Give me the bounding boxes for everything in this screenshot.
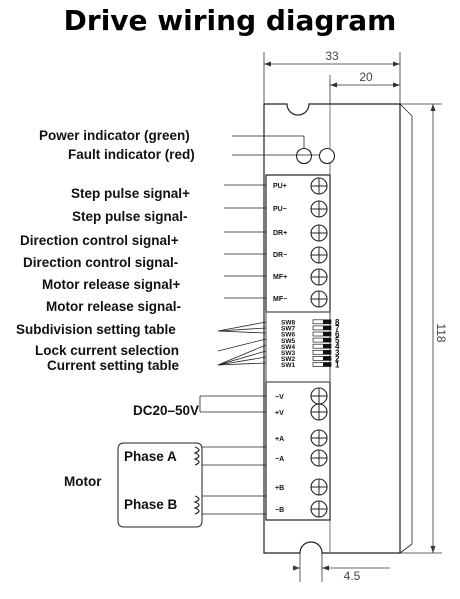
screw-terminal-icon	[310, 429, 328, 447]
screw-terminal-icon	[310, 290, 328, 308]
switch-name-label: SW3	[281, 350, 295, 357]
switch-name-label: SW5	[281, 338, 295, 345]
phase-b-coil-icon	[193, 495, 200, 515]
screw-terminal-icon	[310, 177, 328, 195]
dip-switch-toggle	[312, 343, 332, 349]
screw-terminal-icon	[310, 268, 328, 286]
dim-33: 33	[325, 49, 339, 63]
led-group	[295, 147, 336, 165]
power-led-icon	[295, 147, 313, 165]
dip-switch-toggle	[312, 325, 332, 331]
switch-name-label: SW7	[281, 326, 295, 333]
screw-terminal-icon	[310, 387, 328, 405]
signal-terminal-label: PU−	[273, 206, 287, 213]
signal-terminal-label: PU+	[273, 183, 287, 190]
switch-number-label: 4	[335, 342, 340, 351]
phase-a-coil-icon	[193, 446, 200, 466]
switch-number-label: 7	[335, 324, 340, 333]
power-terminal-label: +B	[275, 485, 284, 492]
power-terminal-label: +V	[275, 410, 284, 417]
motor-label: Motor	[64, 474, 102, 489]
current-setting-label: Current setting table	[47, 358, 180, 373]
signal-terminal-label: MF−	[273, 296, 287, 303]
signal-label-dr-plus: Direction control signal+	[20, 233, 179, 248]
page-title: Drive wiring diagram	[63, 4, 397, 37]
screw-terminal-icon	[310, 500, 328, 518]
dimension-lines	[263, 52, 442, 582]
switch-name-label: SW1	[281, 362, 295, 369]
signal-terminal-block: PU+ PU− DR+ DR− MF+ MF−	[224, 177, 328, 308]
switch-name-label: SW6	[281, 332, 295, 339]
screw-terminal-icon	[310, 246, 328, 264]
switch-number-label: 8	[335, 318, 340, 327]
power-terminal-label: −A	[275, 456, 284, 463]
dimension-arrows	[264, 61, 436, 571]
screw-terminal-icon	[310, 478, 328, 496]
switch-name-label: SW2	[281, 356, 295, 363]
dip-switch-toggle	[312, 349, 332, 355]
led-leader-lines	[232, 135, 319, 156]
dip-switch-toggle	[312, 356, 332, 361]
lock-current-label: Lock current selection	[35, 343, 180, 358]
dip-switch-toggle	[312, 337, 332, 343]
signal-label-mf-minus: Motor release signal-	[46, 299, 182, 314]
dim-4-5: 4.5	[344, 569, 361, 583]
signal-label-pu-minus: Step pulse signal-	[72, 209, 188, 224]
fault-indicator-label: Fault indicator (red)	[68, 147, 195, 162]
signal-terminal-label: DR+	[273, 230, 287, 237]
subdivision-label: Subdivision setting table	[16, 322, 176, 337]
dip-switch-toggle	[312, 362, 332, 367]
screw-terminal-icon	[310, 200, 328, 218]
switch-number-label: 2	[335, 354, 340, 363]
motor-wiring	[202, 446, 266, 515]
signal-terminal-label: DR−	[273, 252, 287, 259]
motor-outline	[117, 442, 203, 528]
phase-a-label: Phase A	[124, 449, 177, 464]
power-supply-label: DC20–50V	[133, 403, 200, 418]
power-indicator-label: Power indicator (green)	[39, 128, 190, 143]
dip-switch-toggle	[312, 319, 332, 325]
switch-number-label: 6	[335, 330, 340, 339]
fault-led-icon	[318, 147, 336, 165]
power-terminal-block: −V +V +A −A +B −B	[275, 387, 328, 518]
switch-number-label: 3	[335, 348, 340, 357]
power-terminal-label: −V	[275, 394, 284, 401]
dim-20: 20	[359, 70, 373, 84]
power-terminal-label: +A	[275, 436, 284, 443]
signal-label-mf-plus: Motor release signal+	[42, 277, 181, 292]
switch-label-connectors	[217, 321, 267, 366]
switch-number-label: 1	[335, 361, 340, 370]
switch-name-label: SW8	[281, 320, 295, 327]
power-wiring	[199, 395, 266, 413]
screw-terminal-icon	[310, 224, 328, 242]
phase-b-label: Phase B	[124, 497, 178, 512]
signal-label-dr-minus: Direction control signal-	[23, 255, 179, 270]
power-terminal-label: −B	[275, 507, 284, 514]
screw-terminal-icon	[310, 403, 328, 421]
dip-switch-toggle	[312, 331, 332, 337]
dim-118: 118	[434, 323, 448, 342]
screw-terminal-icon	[310, 449, 328, 467]
signal-label-pu-plus: Step pulse signal+	[71, 186, 190, 201]
switch-number-label: 5	[335, 336, 340, 345]
switch-name-label: SW4	[281, 344, 295, 351]
signal-terminal-label: MF+	[273, 274, 287, 281]
